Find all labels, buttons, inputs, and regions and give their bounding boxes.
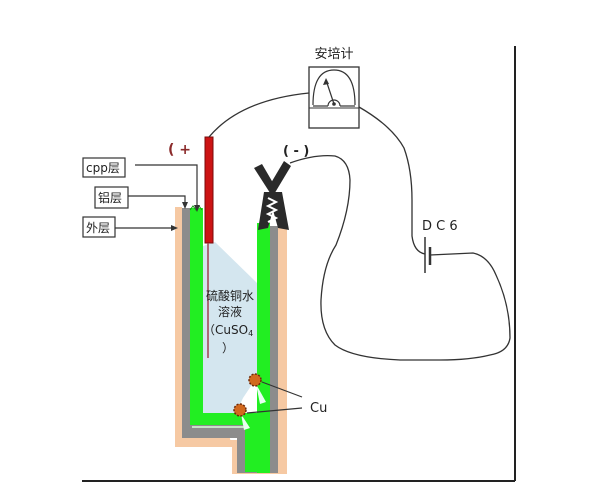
aluminum-layer-text: 铝层: [98, 190, 122, 205]
layer-label-aluminum: 铝层: [94, 186, 188, 209]
reaction-glint: [256, 384, 266, 404]
copper-label: Cu: [310, 401, 327, 416]
solution-label-line2: 溶液: [218, 304, 242, 319]
cu-pointer-2: [246, 407, 303, 414]
cu-pointer-1: [261, 381, 303, 398]
solution-label-line1: 硫酸铜水: [206, 288, 254, 303]
layer-label-cpp: cpp层: [82, 157, 200, 212]
positive-terminal-label: ( +: [168, 142, 191, 158]
cathode-clip: [254, 161, 291, 230]
reaction-glint: [241, 414, 250, 430]
battery-label: D C 6: [422, 219, 458, 234]
wire-ammeter-to-battery: [358, 106, 426, 255]
negative-terminal-label: ( - ): [283, 144, 309, 159]
ammeter: [308, 66, 360, 129]
battery-symbol: [424, 237, 432, 273]
solution-label-line4: ）: [222, 341, 234, 355]
cpp-layer-text: cpp层: [86, 161, 120, 175]
ammeter-label: 安培计: [314, 46, 353, 62]
solution-label-line3: （CuSO4: [203, 323, 253, 338]
outer-layer-text: 外层: [86, 221, 110, 235]
wire-battery-to-cathode: [289, 155, 511, 361]
wire-anode-to-ammeter: [208, 92, 310, 138]
copper-deposit-2: [233, 403, 247, 417]
container-cpp-layer: [189, 205, 270, 473]
copper-sulfate-solution: [203, 242, 257, 413]
copper-deposit-1: [248, 373, 262, 387]
layer-label-outer: 外层: [82, 216, 178, 238]
